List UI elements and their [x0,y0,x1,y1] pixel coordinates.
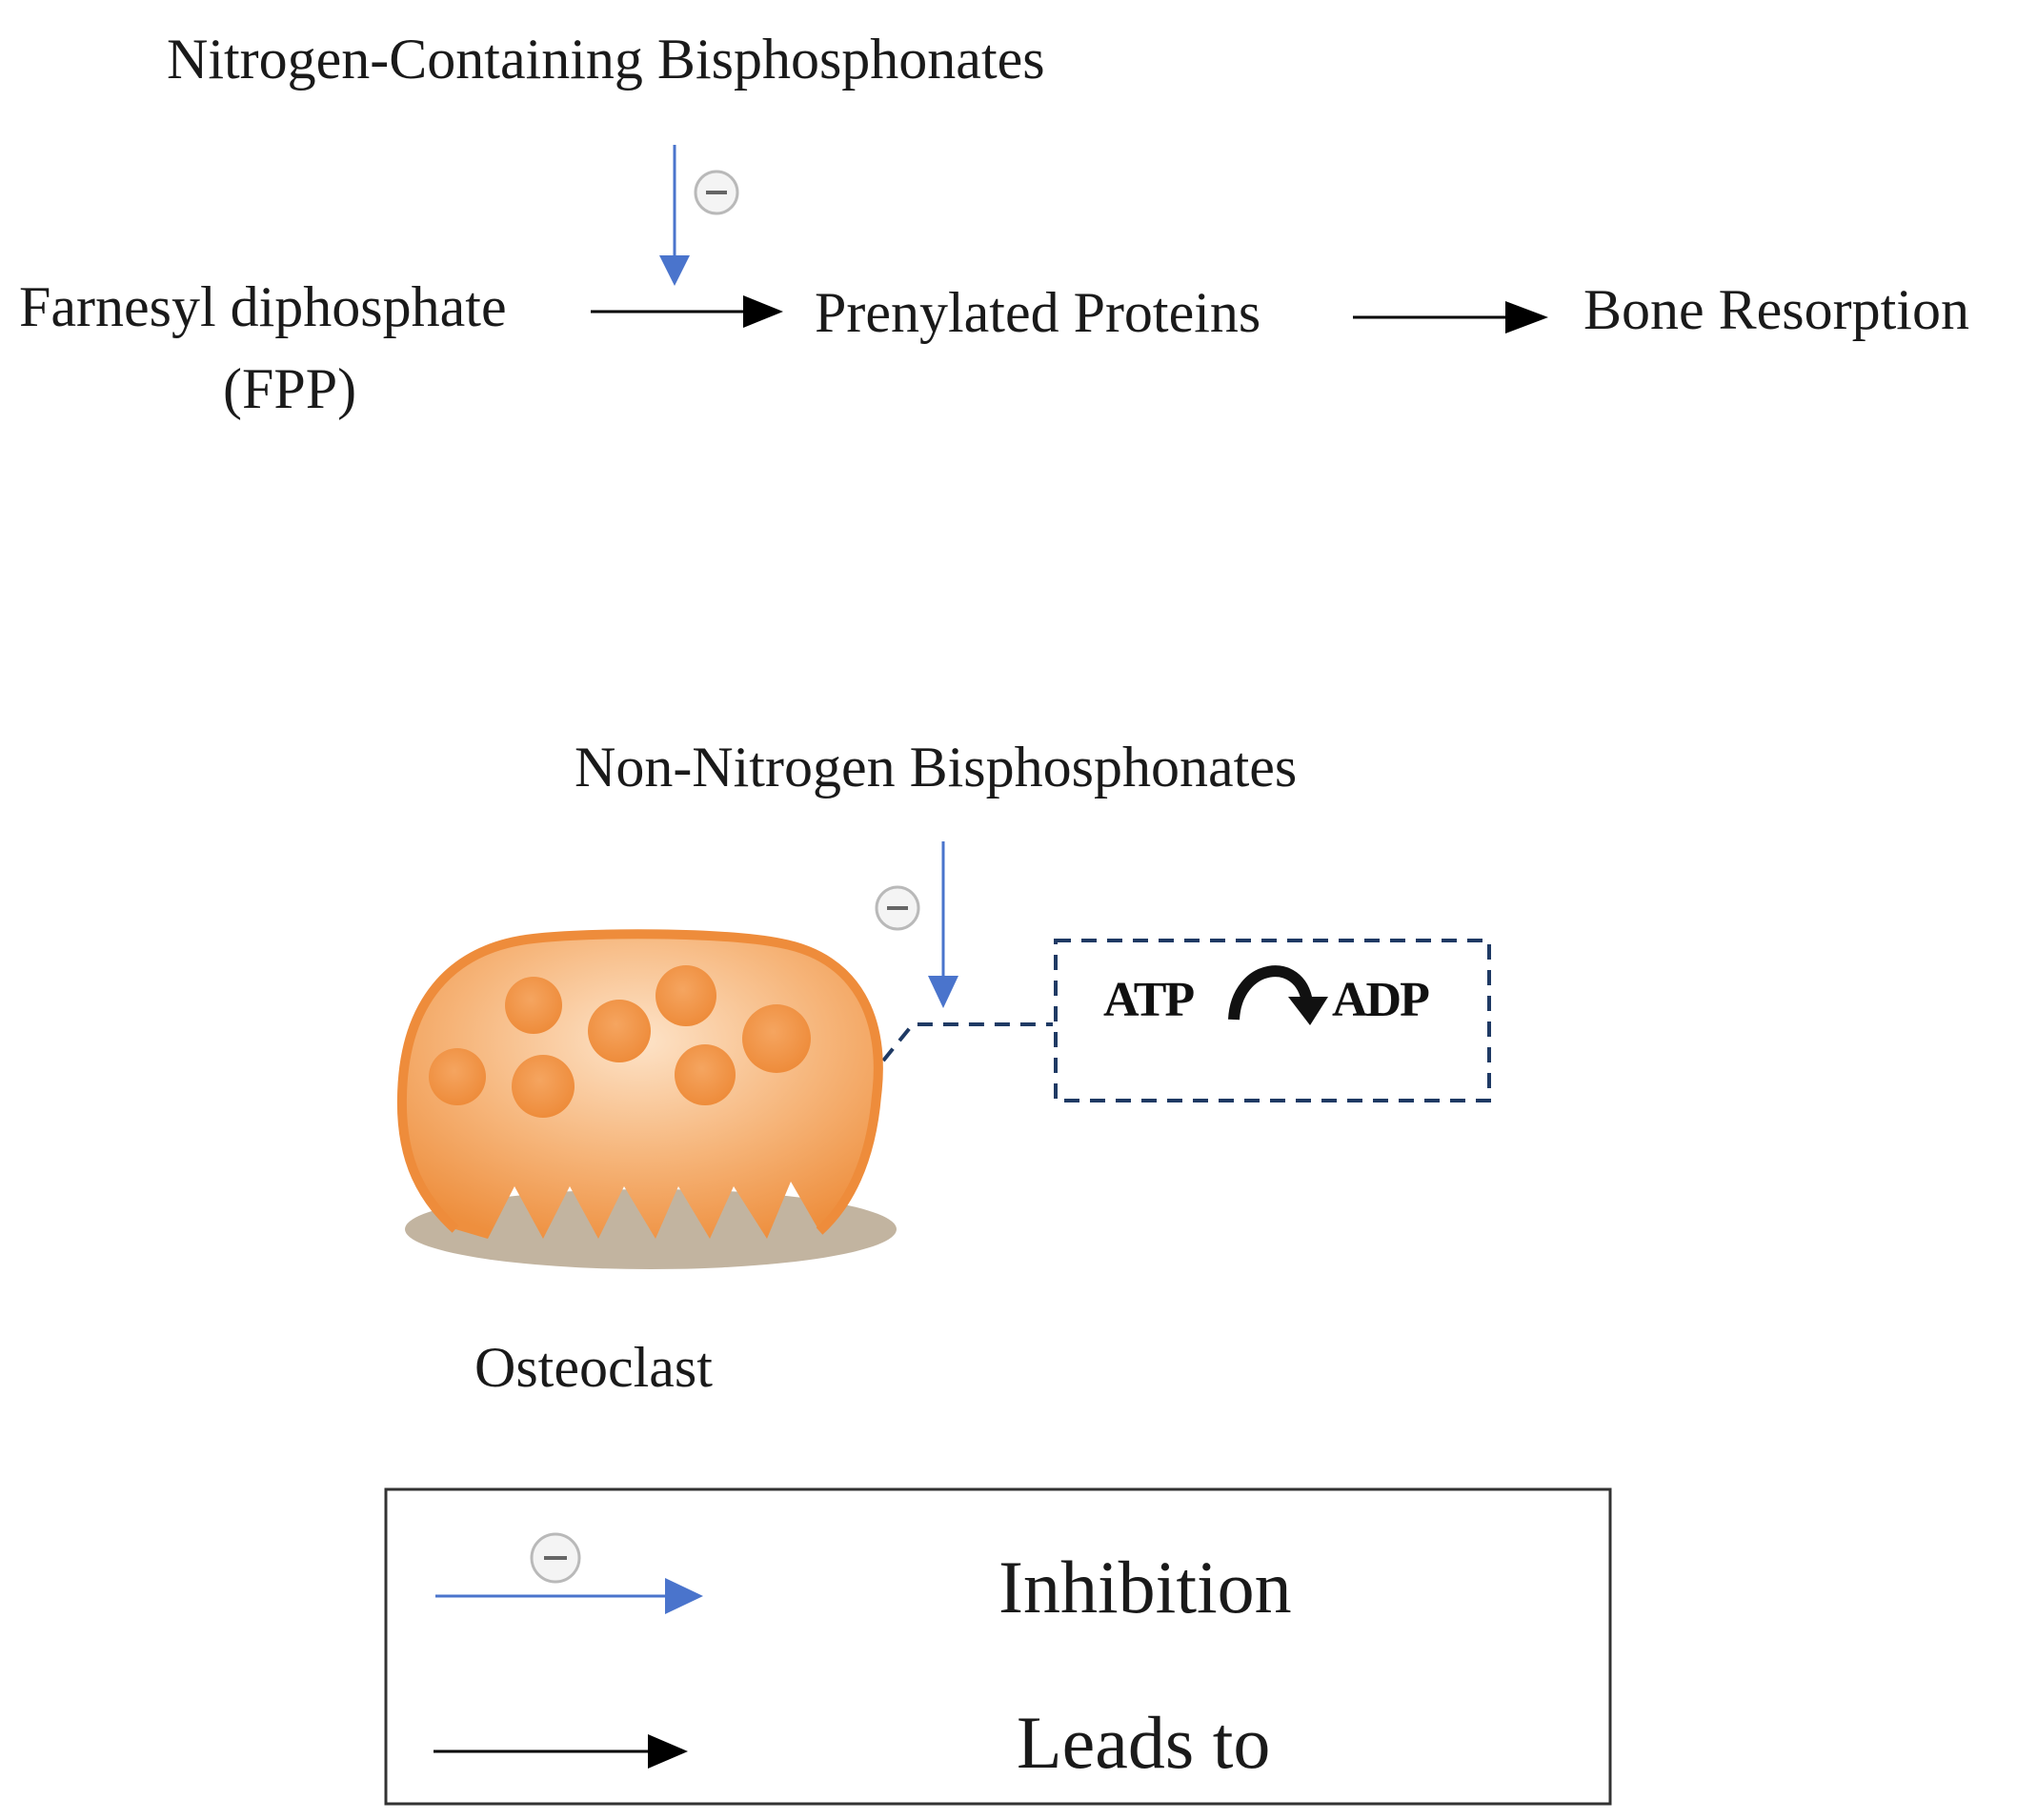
legend-leads-to-label: Leads to [1017,1701,1271,1784]
fpp-label: Farnesyl diphosphate [19,275,507,338]
leads-to-arrow-proteins-to-resorption [1353,301,1548,334]
minus-icon [694,170,739,215]
inhibition-arrow-bottom [928,841,958,1008]
legend-leads-to-arrow [434,1734,688,1769]
leads-to-arrow-fpp-to-proteins [591,295,783,328]
inhibition-arrow-top [659,145,690,286]
adp-label: ADP [1332,973,1430,1027]
legend-inhibition-arrow [435,1578,703,1614]
osteoclast-label: Osteoclast [474,1336,713,1399]
minus-icon [530,1532,581,1584]
nitrogen-bisphosphonates-label: Nitrogen-Containing Bisphosphonates [167,28,1045,91]
bone-resorption-label: Bone Resorption [1583,278,1969,341]
atp-label: ATP [1103,973,1195,1027]
minus-icon [875,885,920,931]
osteoclast-icon [396,929,897,1269]
curved-arrow-icon [1228,965,1328,1025]
fpp-abbrev-label: (FPP) [223,357,357,420]
legend-box [384,1487,1612,1806]
prenylated-proteins-label: Prenylated Proteins [815,281,1261,344]
atp-adp-box [1054,939,1491,1102]
legend-inhibition-label: Inhibition [998,1546,1292,1628]
non-nitrogen-bisphosphonates-label: Non-Nitrogen Bisphosphonates [575,736,1298,799]
